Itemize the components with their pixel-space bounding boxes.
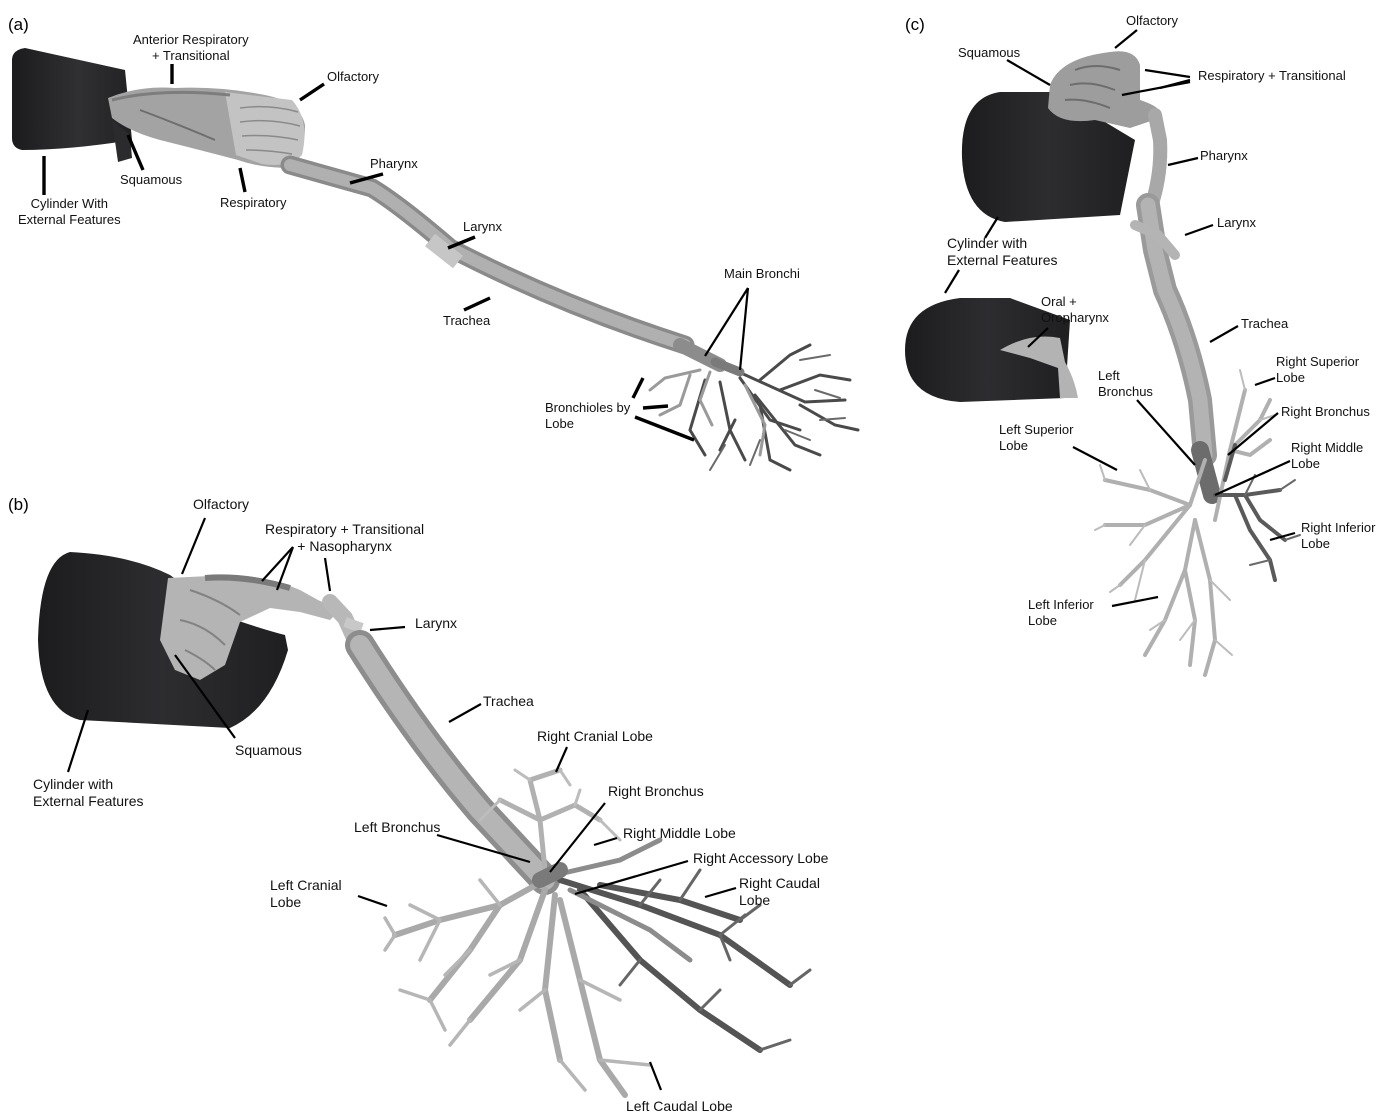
panel-a-lung-tree <box>650 345 858 470</box>
label-b-left-cranial-lobe: Left Cranial Lobe <box>270 877 342 911</box>
label-a-bronchioles: Bronchioles by Lobe <box>545 400 630 432</box>
label-a-respiratory: Respiratory <box>220 195 286 211</box>
label-a-olfactory: Olfactory <box>327 69 379 85</box>
label-b-olfactory: Olfactory <box>193 496 249 513</box>
label-c-left-bronchus: Left Bronchus <box>1098 368 1153 400</box>
label-c-left-inferior-lobe: Left Inferior Lobe <box>1028 597 1094 629</box>
panel-c-trachea-tube <box>1135 115 1212 495</box>
label-c-pharynx: Pharynx <box>1200 148 1248 164</box>
label-a-larynx: Larynx <box>463 219 502 235</box>
label-b-right-caudal-lobe: Right Caudal Lobe <box>739 875 820 909</box>
panel-b-trachea-tube <box>360 645 545 880</box>
label-c-right-superior-lobe: Right Superior Lobe <box>1276 354 1359 386</box>
panel-a: (a) <box>8 15 858 470</box>
label-b-cylinder: Cylinder with External Features <box>33 776 144 810</box>
panel-b-letter: (b) <box>8 495 29 514</box>
label-c-olfactory: Olfactory <box>1126 13 1178 29</box>
label-a-main-bronchi: Main Bronchi <box>724 266 800 282</box>
label-b-left-caudal-lobe: Left Caudal Lobe <box>626 1098 733 1115</box>
label-b-resp-trans-naso: Respiratory + Transitional + Nasopharynx <box>265 521 424 555</box>
label-c-right-bronchus: Right Bronchus <box>1281 404 1370 420</box>
label-a-cylinder: Cylinder With External Features <box>18 196 121 228</box>
label-b-right-bronchus: Right Bronchus <box>608 783 704 800</box>
label-a-anterior-respiratory: Anterior Respiratory + Transitional <box>133 32 249 64</box>
label-b-trachea: Trachea <box>483 693 534 710</box>
panel-b-lung-tree <box>385 770 810 1095</box>
panel-a-letter: (a) <box>8 15 29 34</box>
label-b-squamous: Squamous <box>235 742 302 759</box>
label-c-cylinder: Cylinder with External Features <box>947 235 1058 269</box>
label-a-squamous: Squamous <box>120 172 182 188</box>
label-c-squamous: Squamous <box>958 45 1020 61</box>
label-b-right-accessory-lobe: Right Accessory Lobe <box>693 850 828 867</box>
label-c-trachea: Trachea <box>1241 316 1288 332</box>
label-b-right-middle-lobe: Right Middle Lobe <box>623 825 736 842</box>
label-a-trachea: Trachea <box>443 313 490 329</box>
label-a-pharynx: Pharynx <box>370 156 418 172</box>
label-c-resp-trans: Respiratory + Transitional <box>1198 68 1346 84</box>
label-b-larynx: Larynx <box>415 615 457 632</box>
label-c-left-superior-lobe: Left Superior Lobe <box>999 422 1073 454</box>
label-c-right-inferior-lobe: Right Inferior Lobe <box>1301 520 1375 552</box>
label-b-left-bronchus: Left Bronchus <box>354 819 440 836</box>
label-b-right-cranial-lobe: Right Cranial Lobe <box>537 728 653 745</box>
panel-c-letter: (c) <box>905 15 925 34</box>
panel-c: (c) <box>905 15 1300 675</box>
label-c-larynx: Larynx <box>1217 215 1256 231</box>
label-c-right-middle-lobe: Right Middle Lobe <box>1291 440 1363 472</box>
label-c-oral-oropharynx: Oral + Oropharynx <box>1041 294 1109 326</box>
panel-c-nasal-cavity <box>1048 51 1161 128</box>
